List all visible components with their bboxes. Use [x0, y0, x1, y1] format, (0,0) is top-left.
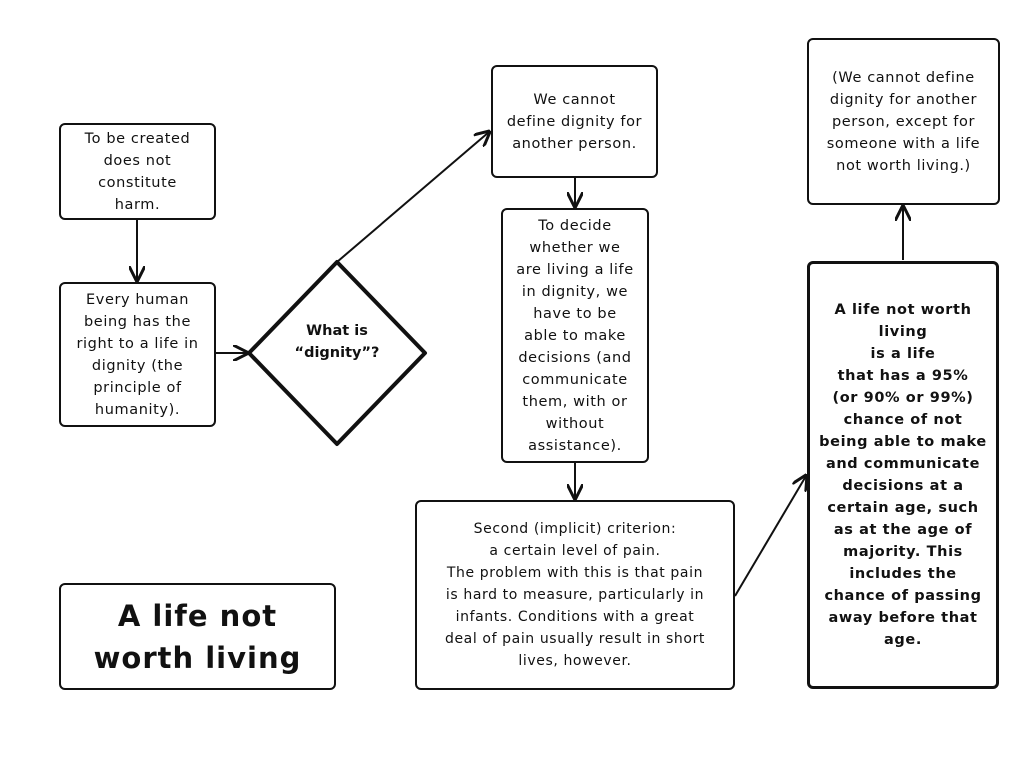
- node-created-no-harm: To be created does not constitute harm.: [59, 123, 216, 220]
- node-definition: A life not worth living is a life that h…: [807, 261, 999, 689]
- node-what-is-dignity: What is “dignity”?: [294, 323, 380, 361]
- dignity-decision-diamond: [247, 260, 427, 446]
- node-exception: (We cannot define dignity for another pe…: [807, 38, 1000, 205]
- arrow-second-to-definition: [734, 476, 806, 597]
- node-cannot-define-dignity: We cannot define dignity for another per…: [491, 65, 658, 178]
- node-decide-dignity: To decide whether we are living a life i…: [501, 208, 649, 463]
- node-second-criterion: Second (implicit) criterion: a certain l…: [415, 500, 735, 690]
- arrow-question-to-cannot-define: [336, 132, 489, 263]
- diagram-title: A life not worth living: [59, 583, 336, 690]
- node-right-to-dignity: Every human being has the right to a lif…: [59, 282, 216, 427]
